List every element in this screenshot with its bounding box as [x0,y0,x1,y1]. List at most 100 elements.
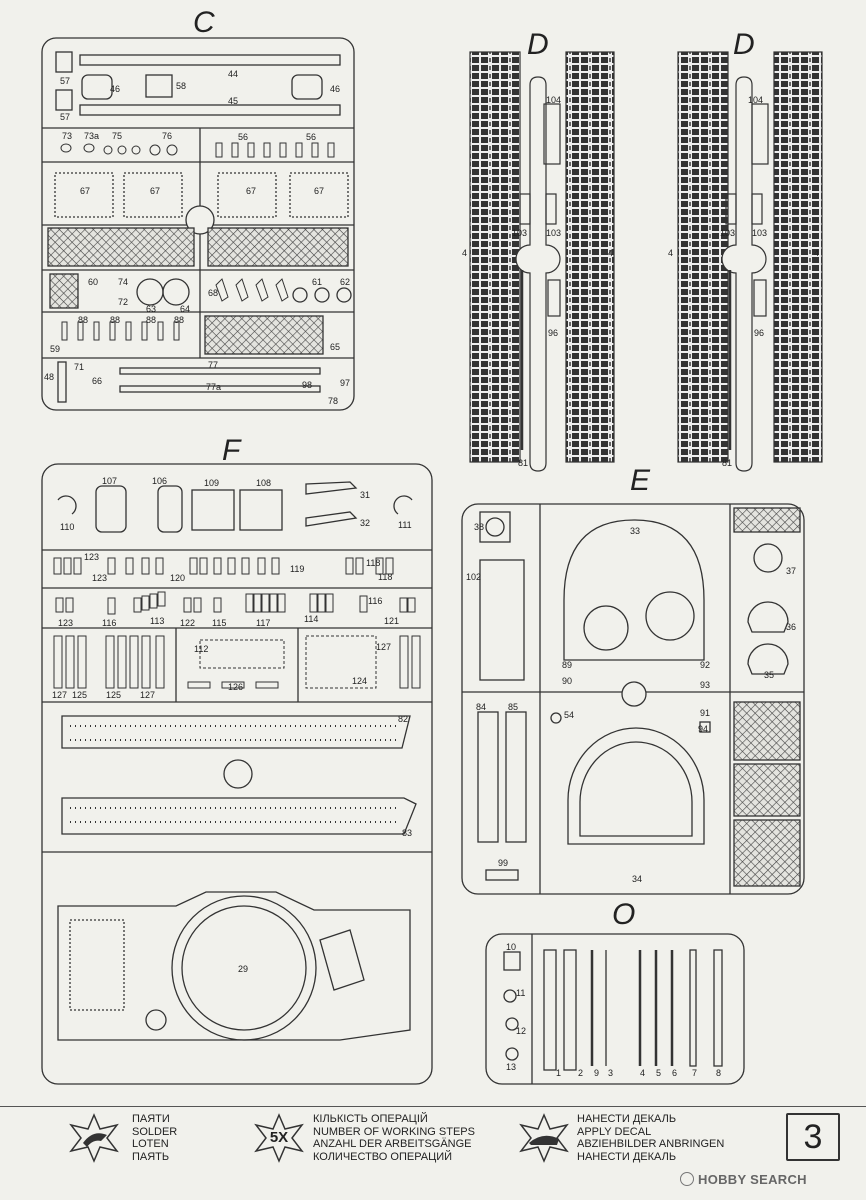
svg-text:67: 67 [246,186,256,196]
svg-text:83: 83 [402,828,412,838]
watermark-text: HOBBY SEARCH [698,1172,807,1187]
svg-text:88: 88 [146,315,156,325]
legend-decal-line-4: НАНЕСТИ ДЕКАЛЬ [577,1150,677,1163]
svg-text:34: 34 [632,874,642,884]
svg-text:75: 75 [112,131,122,141]
sprue-letter-c: C [193,6,215,39]
svg-text:4: 4 [640,1068,645,1078]
svg-text:67: 67 [80,186,90,196]
svg-text:63: 63 [146,304,156,314]
svg-text:57: 57 [60,112,70,122]
svg-text:98: 98 [302,380,312,390]
svg-text:13: 13 [506,1062,516,1072]
svg-text:125: 125 [106,690,121,700]
svg-text:4: 4 [814,248,819,258]
svg-text:45: 45 [228,96,238,106]
watermark: HOBBY SEARCH [680,1172,807,1187]
sprue-letter-o: O [612,898,636,931]
svg-text:37: 37 [786,566,796,576]
svg-text:126: 126 [228,682,243,692]
svg-text:73a: 73a [84,131,99,141]
svg-text:106: 106 [152,476,167,486]
svg-text:115: 115 [212,618,226,628]
svg-text:123: 123 [58,618,73,628]
svg-text:85: 85 [508,702,518,712]
svg-text:44: 44 [228,69,238,79]
sprue-letter-f: F [222,434,241,467]
steps-badge: 5X [250,1113,308,1163]
svg-text:7: 7 [692,1068,697,1078]
svg-text:67: 67 [314,186,324,196]
svg-text:54: 54 [564,710,574,720]
sprue-letter-e: E [630,464,651,497]
svg-text:127: 127 [376,642,391,652]
svg-text:38: 38 [474,522,484,532]
svg-text:94: 94 [698,724,708,734]
svg-text:113: 113 [150,616,164,626]
svg-text:96: 96 [754,328,764,338]
svg-text:109: 109 [204,478,219,488]
svg-text:77a: 77a [206,382,221,392]
legend-solder: ПАЯТИ SOLDER LOTEN ПАЯТЬ [132,1113,177,1163]
svg-text:64: 64 [180,304,190,314]
svg-text:127: 127 [140,690,155,700]
svg-text:4: 4 [608,248,613,258]
svg-text:117: 117 [256,618,270,628]
svg-text:9: 9 [594,1068,599,1078]
svg-text:108: 108 [256,478,271,488]
svg-text:99: 99 [498,858,508,868]
svg-text:103: 103 [752,228,767,238]
sprue-d-left [469,51,615,472]
watermark-logo-icon [680,1172,694,1186]
svg-text:103: 103 [720,228,735,238]
svg-text:92: 92 [700,660,710,670]
svg-text:76: 76 [162,131,172,141]
svg-text:107: 107 [102,476,117,486]
svg-text:61: 61 [312,277,322,287]
svg-text:11: 11 [516,988,525,998]
svg-text:4: 4 [462,248,467,258]
svg-text:31: 31 [360,490,370,500]
svg-text:33: 33 [630,526,640,536]
svg-text:84: 84 [476,702,486,712]
svg-text:103: 103 [546,228,561,238]
svg-text:102: 102 [466,572,481,582]
sprue-letter-d-right: D [733,28,755,61]
svg-text:56: 56 [306,132,316,142]
svg-text:120: 120 [170,573,185,583]
svg-text:118: 118 [366,558,380,568]
svg-text:81: 81 [518,458,528,468]
svg-text:112: 112 [194,644,208,654]
svg-text:123: 123 [92,573,107,583]
svg-text:57: 57 [60,76,70,86]
svg-text:82: 82 [398,714,408,724]
svg-text:4: 4 [668,248,673,258]
svg-text:60: 60 [88,277,98,287]
svg-text:35: 35 [764,670,774,680]
svg-text:88: 88 [110,315,120,325]
svg-text:29: 29 [238,964,248,974]
svg-text:125: 125 [72,690,87,700]
svg-text:124: 124 [352,676,367,686]
svg-text:118: 118 [378,572,392,582]
sprue-letter-d-left: D [527,28,549,61]
legend-solder-line-2: SOLDER [132,1125,178,1138]
svg-text:90: 90 [562,676,572,686]
svg-text:81: 81 [722,458,732,468]
svg-text:110: 110 [60,522,74,532]
star-icon [254,1113,304,1163]
svg-text:116: 116 [368,596,382,606]
sprue-d-right [677,51,823,472]
legend-steps: КІЛЬКІСТЬ ОПЕРАЦІЙ NUMBER OF WORKING STE… [313,1113,475,1163]
legend-solder-line-4: ПАЯТЬ [132,1150,170,1163]
svg-text:74: 74 [118,277,128,287]
legend-steps-line-1: КІЛЬКІСТЬ ОПЕРАЦІЙ [313,1113,428,1125]
svg-text:58: 58 [176,81,186,91]
svg-text:127: 127 [52,690,67,700]
svg-text:5: 5 [656,1068,661,1078]
svg-text:68: 68 [208,288,218,298]
legend-decal: НАНЕСТИ ДЕКАЛЬ APPLY DECAL ABZIEHBILDER … [577,1113,724,1163]
svg-text:119: 119 [290,564,304,574]
